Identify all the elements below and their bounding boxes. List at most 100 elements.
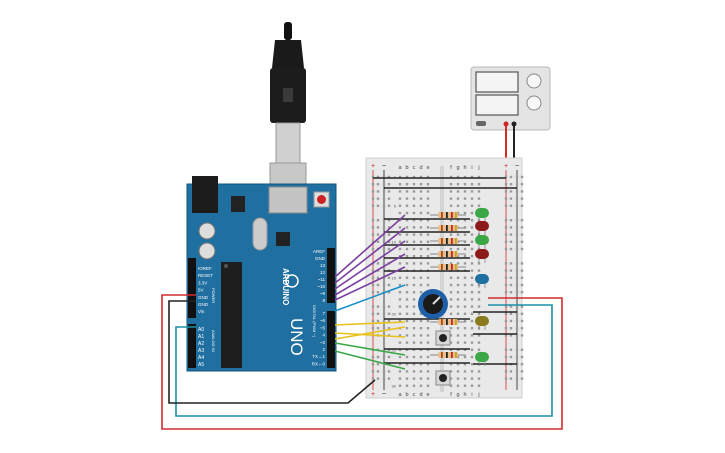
rail-hole[interactable] (504, 355, 508, 359)
breadboard-hole[interactable] (463, 247, 467, 251)
breadboard-hole[interactable] (419, 240, 423, 243)
breadboard-hole[interactable] (456, 197, 460, 200)
breadboard-hole[interactable] (470, 334, 474, 337)
rail-hole[interactable] (382, 197, 386, 200)
rail-hole[interactable] (515, 370, 519, 373)
breadboard-hole[interactable] (419, 247, 423, 251)
rail-hole[interactable] (376, 363, 380, 366)
rail-hole[interactable] (509, 319, 513, 323)
rail-hole[interactable] (509, 305, 513, 308)
rail-hole[interactable] (371, 197, 375, 200)
rail-hole[interactable] (520, 233, 524, 236)
breadboard-hole[interactable] (426, 226, 430, 229)
breadboard-hole[interactable] (449, 283, 453, 287)
breadboard-hole[interactable] (449, 190, 453, 193)
breadboard-hole[interactable] (463, 219, 467, 222)
rail-hole[interactable] (515, 262, 519, 265)
rail-hole[interactable] (504, 240, 508, 243)
breadboard-hole[interactable] (449, 384, 453, 387)
breadboard-hole[interactable] (426, 219, 430, 222)
power-switch[interactable] (476, 121, 486, 126)
breadboard-hole[interactable] (398, 226, 402, 229)
led[interactable] (475, 352, 489, 366)
breadboard-hole[interactable] (405, 233, 409, 236)
resistor[interactable] (430, 238, 466, 244)
breadboard-hole[interactable] (419, 175, 423, 179)
breadboard-hole[interactable] (398, 341, 402, 344)
breadboard-hole[interactable] (419, 377, 423, 380)
breadboard-hole[interactable] (412, 312, 416, 315)
rail-hole[interactable] (515, 291, 519, 294)
breadboard-hole[interactable] (419, 341, 423, 344)
breadboard-hole[interactable] (456, 211, 460, 215)
breadboard-hole[interactable] (426, 262, 430, 265)
breadboard-hole[interactable] (449, 247, 453, 251)
breadboard-hole[interactable] (426, 384, 430, 387)
rail-hole[interactable] (509, 190, 513, 193)
breadboard-hole[interactable] (405, 291, 409, 294)
breadboard-hole[interactable] (412, 211, 416, 215)
rail-hole[interactable] (504, 312, 508, 315)
breadboard-hole[interactable] (412, 175, 416, 179)
breadboard-hole[interactable] (463, 291, 467, 294)
breadboard-hole[interactable] (456, 204, 460, 207)
breadboard-hole[interactable] (470, 211, 474, 215)
rail-hole[interactable] (515, 312, 519, 315)
breadboard-hole[interactable] (470, 305, 474, 308)
breadboard-hole[interactable] (426, 276, 430, 279)
breadboard-hole[interactable] (456, 190, 460, 193)
rail-hole[interactable] (376, 319, 380, 323)
rail-hole[interactable] (509, 283, 513, 287)
breadboard-hole[interactable] (470, 355, 474, 359)
breadboard-hole[interactable] (477, 384, 481, 387)
breadboard-hole[interactable] (449, 377, 453, 380)
breadboard-hole[interactable] (412, 276, 416, 279)
breadboard-hole[interactable] (449, 291, 453, 294)
breadboard-hole[interactable] (405, 183, 409, 186)
rail-hole[interactable] (509, 219, 513, 222)
breadboard-hole[interactable] (470, 226, 474, 229)
breadboard-hole[interactable] (470, 370, 474, 373)
breadboard-hole[interactable] (463, 233, 467, 236)
rail-hole[interactable] (387, 183, 391, 186)
breadboard-hole[interactable] (463, 283, 467, 287)
breadboard-hole[interactable] (419, 384, 423, 387)
led[interactable] (475, 274, 489, 288)
breadboard-hole[interactable] (463, 255, 467, 258)
rail-hole[interactable] (387, 204, 391, 207)
breadboard-hole[interactable] (398, 377, 402, 380)
rail-hole[interactable] (376, 377, 380, 380)
breadboard-hole[interactable] (477, 377, 481, 380)
breadboard-hole[interactable] (477, 204, 481, 207)
breadboard-hole[interactable] (405, 298, 409, 301)
breadboard-hole[interactable] (477, 334, 481, 337)
breadboard-hole[interactable] (463, 175, 467, 179)
breadboard-hole[interactable] (456, 363, 460, 366)
breadboard-hole[interactable] (405, 240, 409, 243)
breadboard-hole[interactable] (456, 305, 460, 308)
rail-hole[interactable] (371, 363, 375, 366)
rail-hole[interactable] (509, 226, 513, 229)
breadboard-hole[interactable] (426, 175, 430, 179)
rail-hole[interactable] (509, 240, 513, 243)
breadboard-hole[interactable] (412, 204, 416, 207)
breadboard-hole[interactable] (477, 341, 481, 344)
breadboard-hole[interactable] (426, 363, 430, 366)
rail-hole[interactable] (371, 240, 375, 243)
breadboard-hole[interactable] (426, 197, 430, 200)
rail-hole[interactable] (376, 327, 380, 330)
breadboard-hole[interactable] (419, 283, 423, 287)
breadboard-hole[interactable] (477, 312, 481, 315)
current-knob[interactable] (526, 95, 542, 111)
rail-hole[interactable] (520, 175, 524, 179)
rail-hole[interactable] (520, 283, 524, 287)
breadboard-hole[interactable] (419, 312, 423, 315)
rail-hole[interactable] (371, 276, 375, 279)
breadboard-hole[interactable] (463, 240, 467, 243)
breadboard-hole[interactable] (419, 204, 423, 207)
breadboard-hole[interactable] (405, 276, 409, 279)
rail-hole[interactable] (515, 319, 519, 323)
rail-hole[interactable] (504, 334, 508, 337)
rail-hole[interactable] (520, 370, 524, 373)
breadboard-hole[interactable] (470, 262, 474, 265)
